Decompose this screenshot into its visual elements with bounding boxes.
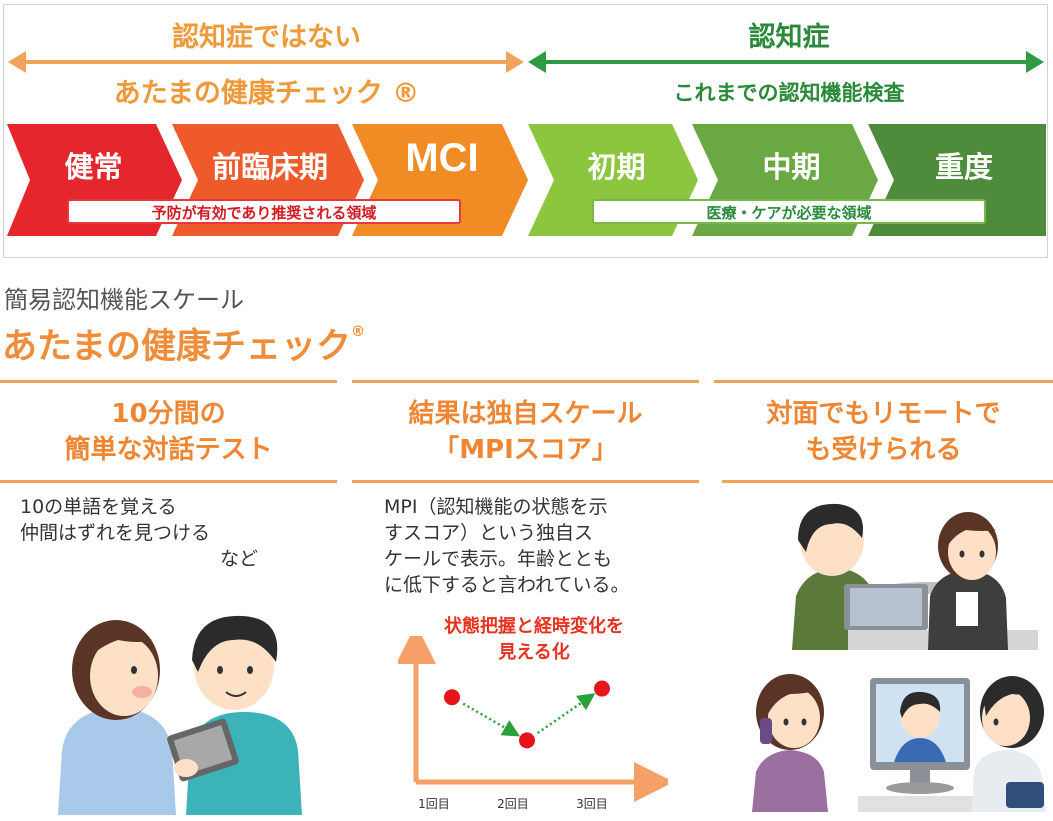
stage-label-severe: 重度 xyxy=(934,150,993,184)
chart-point-2 xyxy=(519,732,535,749)
product-title-text: あたまの健康チェック xyxy=(2,327,351,367)
mpi-score-chart: 1回目 2回目 3回目 xyxy=(398,636,668,811)
registered-mark: ® xyxy=(350,324,365,340)
scale-subtitle: 簡易認知機能スケール xyxy=(4,286,244,314)
chart-caption-line1: 状態把握と経時変化を xyxy=(444,616,624,637)
stage-label-early: 初期 xyxy=(587,150,646,184)
range-arrows xyxy=(8,51,1044,73)
col2-top-rule xyxy=(352,380,699,383)
col2-title-line1: 結果は独自スケール xyxy=(408,399,643,429)
col3-bottom-rule xyxy=(722,480,1053,483)
col3-title-line1: 対面でもリモートで xyxy=(766,399,1001,429)
care-area-pill: 医療・ケアが必要な領域 xyxy=(592,199,986,224)
orange-range-arrow xyxy=(8,51,524,73)
col3-title-line2: も受けられる xyxy=(805,435,962,465)
col2-bottom-rule xyxy=(352,480,699,483)
col1-text-line1: 10の単語を覚える xyxy=(20,496,177,518)
check-name-label: あたまの健康チェック ® xyxy=(113,78,420,109)
prevention-area-pill: 予防が有効であり推奨される領域 xyxy=(67,199,461,224)
chart-caption: 状態把握と経時変化を 見える化 xyxy=(384,614,684,666)
col1-title-line2: 簡単な対話テスト xyxy=(64,435,273,465)
chart-trend-segment-2 xyxy=(536,693,596,735)
dementia-label: 認知症 xyxy=(748,22,830,53)
chart-point-1 xyxy=(444,689,460,706)
col2-text-line2: すスコア）という独自ス xyxy=(384,522,594,544)
chart-x-tick-label-2: 2回目 xyxy=(497,797,529,811)
chart-x-tick-label-1: 1回目 xyxy=(418,797,450,811)
col2-text-line1: MPI（認知機能の状態を示 xyxy=(384,496,608,518)
stage-label-mci: MCI xyxy=(405,136,479,180)
col3-top-rule xyxy=(714,380,1053,383)
col1-title-line1: 10分間の xyxy=(111,399,226,429)
stage-label-preclinical: 前臨床期 xyxy=(211,150,328,184)
stage-label-middle: 中期 xyxy=(762,150,821,184)
col1-text-line3: など xyxy=(220,548,259,570)
face-to-face-illustration xyxy=(792,503,1038,650)
not-dementia-label: 認知症ではない xyxy=(172,22,361,53)
chart-x-tick-label-3: 3回目 xyxy=(576,797,608,811)
remote-call-illustration xyxy=(752,674,1046,812)
product-title: あたまの健康チェック® xyxy=(2,318,365,369)
col2-text-line4: に低下すると言われている。 xyxy=(384,574,630,596)
col1-description: 10の単語を覚える 仲間はずれを見つける など xyxy=(20,494,258,572)
chart-caption-line2: 見える化 xyxy=(498,642,570,663)
col1-top-rule xyxy=(0,380,337,383)
col2-text-line3: ケールで表示。年齢ととも xyxy=(384,548,613,570)
col1-bottom-rule xyxy=(0,480,337,483)
col3-title: 対面でもリモートで も受けられる xyxy=(714,396,1053,468)
col2-title: 結果は独自スケール 「MPIスコア」 xyxy=(352,396,699,468)
stage-label-healthy: 健常 xyxy=(64,150,123,184)
dialog-test-illustration xyxy=(58,615,302,815)
dementia-stage-banner: 認知症ではない あたまの健康チェック ® 認知症 これまでの認知機能検査 健常 … xyxy=(3,4,1048,258)
green-range-arrow xyxy=(528,51,1044,73)
chart-trend-segment-1 xyxy=(462,702,521,737)
col1-text-line2: 仲間はずれを見つける xyxy=(20,522,211,544)
col2-title-line2: 「MPIスコア」 xyxy=(433,435,618,465)
conventional-exam-label: これまでの認知機能検査 xyxy=(673,81,905,105)
col1-title: 10分間の 簡単な対話テスト xyxy=(0,396,337,468)
col2-description: MPI（認知機能の状態を示 すスコア）という独自ス ケールで表示。年齢ととも に… xyxy=(384,494,629,598)
chart-point-3 xyxy=(594,680,610,697)
